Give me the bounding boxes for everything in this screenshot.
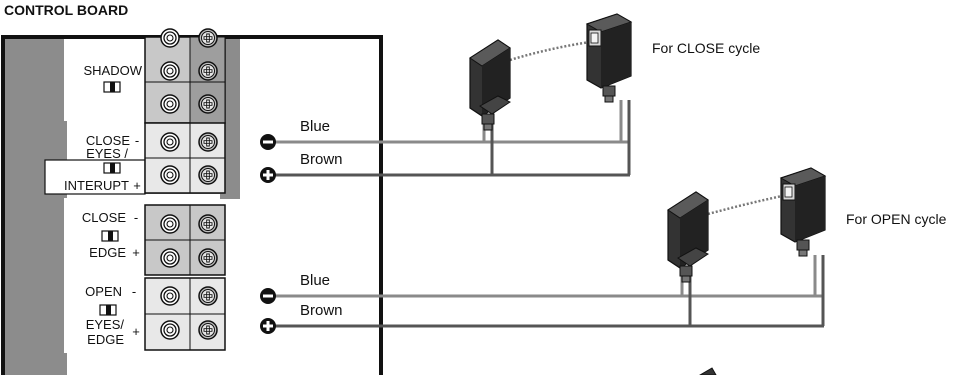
open-eyes-label-1: OPEN <box>85 284 122 299</box>
close-eyes-neg-mark: - <box>135 133 139 148</box>
diagram-title: CONTROL BOARD <box>4 2 128 18</box>
open-eyes-neg-mark: - <box>132 284 136 299</box>
close-cycle-wiring <box>268 100 631 177</box>
close-eyes-dip-switch-icon <box>103 162 121 174</box>
close-transmitter-icon <box>586 13 632 103</box>
close-eyes-label-2: EYES / <box>86 146 128 161</box>
close-edge-dip-switch-icon <box>101 230 119 242</box>
terminal-block-shadow <box>144 28 226 124</box>
partial-sensor-icon <box>699 367 717 375</box>
terminal-block-close-eyes <box>144 122 226 194</box>
open-cycle-sensors <box>667 167 826 283</box>
close-blue-label: Blue <box>300 118 330 135</box>
terminal-block-open-eyes-edge <box>144 277 226 351</box>
open-transmitter-icon <box>780 167 826 257</box>
close-eyes-label-1: CLOSE <box>86 133 130 148</box>
close-cycle-sensors <box>469 13 632 131</box>
open-eyes-label-2: EYES/ <box>86 317 125 332</box>
open-eyes-label-3: EDGE <box>87 332 124 347</box>
open-pos-terminal-icon <box>260 318 276 334</box>
open-blue-label: Blue <box>300 272 330 289</box>
close-pos-terminal-icon <box>260 167 276 183</box>
close-beam-line <box>509 40 591 62</box>
close-edge-label-1: CLOSE <box>82 210 126 225</box>
close-edge-label-2: EDGE <box>89 245 126 260</box>
open-receiver-icon <box>667 191 709 283</box>
close-cycle-label: For CLOSE cycle <box>652 40 760 56</box>
open-neg-terminal-icon <box>260 288 276 304</box>
terminal-block-close-edge <box>144 204 226 276</box>
close-edge-pos-mark: + <box>132 245 140 260</box>
open-cycle-label: For OPEN cycle <box>846 211 947 227</box>
close-eyes-pos-mark: + <box>133 178 141 193</box>
close-edge-neg-mark: - <box>134 210 138 225</box>
shadow-label: SHADOW <box>84 63 143 78</box>
open-beam-line <box>707 194 783 216</box>
close-eyes-label-3: INTERUPT <box>64 178 129 193</box>
close-neg-terminal-icon <box>260 134 276 150</box>
close-brown-label: Brown <box>300 151 343 168</box>
open-eyes-dip-switch-icon <box>99 304 117 316</box>
open-eyes-pos-mark: + <box>132 324 140 339</box>
shadow-dip-switch-icon <box>103 81 121 93</box>
close-receiver-icon <box>469 39 511 131</box>
open-brown-label: Brown <box>300 302 343 319</box>
